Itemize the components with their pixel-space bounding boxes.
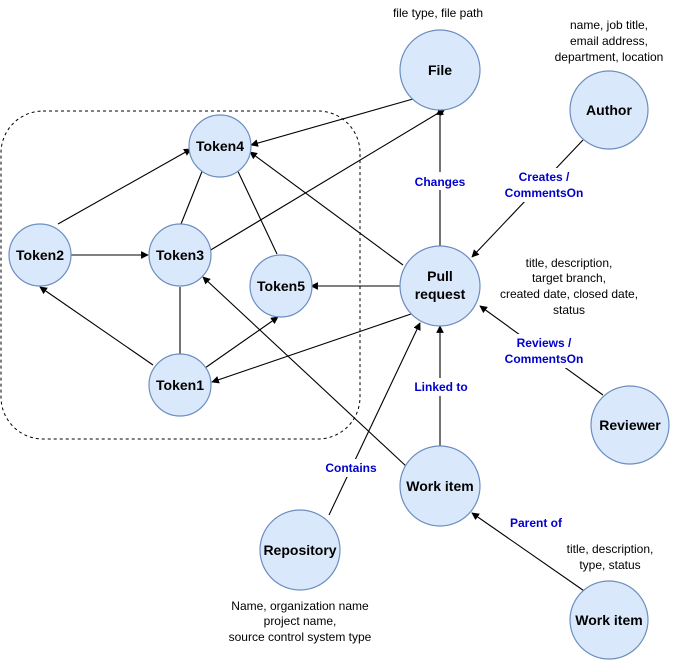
edge-repository-pr: [328, 322, 421, 516]
edge-label-changes: Changes: [415, 175, 466, 189]
node-token5-label: Token5: [257, 278, 305, 294]
repository-attributes-line3: source control system type: [229, 630, 372, 644]
node-token2-label: Token2: [16, 247, 64, 263]
work-item-parent-attributes-line2: type, status: [579, 558, 640, 572]
edge-pr-token4: [249, 151, 404, 266]
edge-label-linked-to: Linked to: [414, 380, 467, 394]
edge-label-reviews-commentson: CommentsOn: [505, 352, 584, 366]
edge-label-parent-of: Parent of: [510, 516, 563, 530]
author-attributes-line1: name, job title,: [570, 18, 648, 32]
node-file[interactable]: File: [399, 29, 481, 111]
edge-token3-token4: [180, 163, 207, 225]
nodes: Token4 Token2 Token3 Token5 Token1 File …: [8, 29, 670, 660]
node-token5[interactable]: Token5: [249, 254, 313, 318]
node-token1[interactable]: Token1: [148, 353, 212, 417]
node-file-label: File: [428, 62, 452, 78]
edge-label-creates-commentson: CommentsOn: [505, 186, 584, 200]
node-token2[interactable]: Token2: [8, 223, 72, 287]
node-pull-request-label-line1: Pull: [427, 268, 453, 284]
node-repository-label: Repository: [263, 542, 336, 558]
edges: [39, 98, 604, 596]
author-attributes-line2: email address,: [570, 34, 648, 48]
attributes: file type, file path name, job title, em…: [229, 6, 664, 644]
node-token3[interactable]: Token3: [148, 223, 212, 287]
edge-workitem-token3: [202, 276, 408, 468]
repository-attributes-line2: project name,: [264, 614, 337, 628]
edge-file-token3: [208, 108, 446, 252]
edge-token2-token4: [57, 148, 192, 225]
edge-labels: Changes Creates / CommentsOn Reviews / C…: [318, 168, 594, 532]
node-work-item-parent-label: Work item: [575, 612, 642, 628]
file-attributes: file type, file path: [393, 6, 483, 20]
node-author[interactable]: Author: [569, 70, 649, 150]
edge-label-contains: Contains: [325, 461, 377, 475]
node-token1-label: Token1: [156, 377, 204, 393]
pull-request-attributes-line3: created date, closed date,: [500, 287, 638, 301]
node-pull-request[interactable]: Pull request: [399, 245, 481, 327]
pull-request-attributes-line4: status: [553, 303, 585, 317]
node-reviewer[interactable]: Reviewer: [590, 385, 670, 465]
pull-request-attributes-line2: target branch,: [532, 271, 606, 285]
node-work-item-label: Work item: [406, 478, 473, 494]
node-pull-request-label-line2: request: [415, 286, 466, 302]
author-attributes-line3: department, location: [555, 50, 664, 64]
node-repository[interactable]: Repository: [259, 509, 341, 591]
node-reviewer-label: Reviewer: [599, 417, 661, 433]
token-group-box: [0, 110, 361, 440]
edge-file-token4: [250, 98, 414, 147]
node-token4[interactable]: Token4: [188, 114, 252, 178]
edge-token1-token2: [39, 286, 154, 366]
edge-token1-token5: [204, 316, 279, 369]
repository-attributes-line1: Name, organization name: [231, 599, 369, 613]
edge-label-creates: Creates /: [519, 170, 570, 184]
edge-label-reviews: Reviews /: [517, 336, 572, 350]
node-work-item-parent[interactable]: Work item: [569, 580, 649, 660]
node-token3-label: Token3: [156, 247, 204, 263]
work-item-parent-attributes-line1: title, description,: [567, 542, 654, 556]
node-token4-label: Token4: [196, 138, 244, 154]
node-author-label: Author: [586, 102, 632, 118]
edge-token5-token4: [233, 162, 278, 255]
node-work-item[interactable]: Work item: [399, 445, 481, 527]
edge-workitemparent-workitem: [471, 512, 591, 596]
pull-request-attributes-line1: title, description,: [526, 256, 613, 270]
edge-pr-token1: [211, 313, 412, 384]
